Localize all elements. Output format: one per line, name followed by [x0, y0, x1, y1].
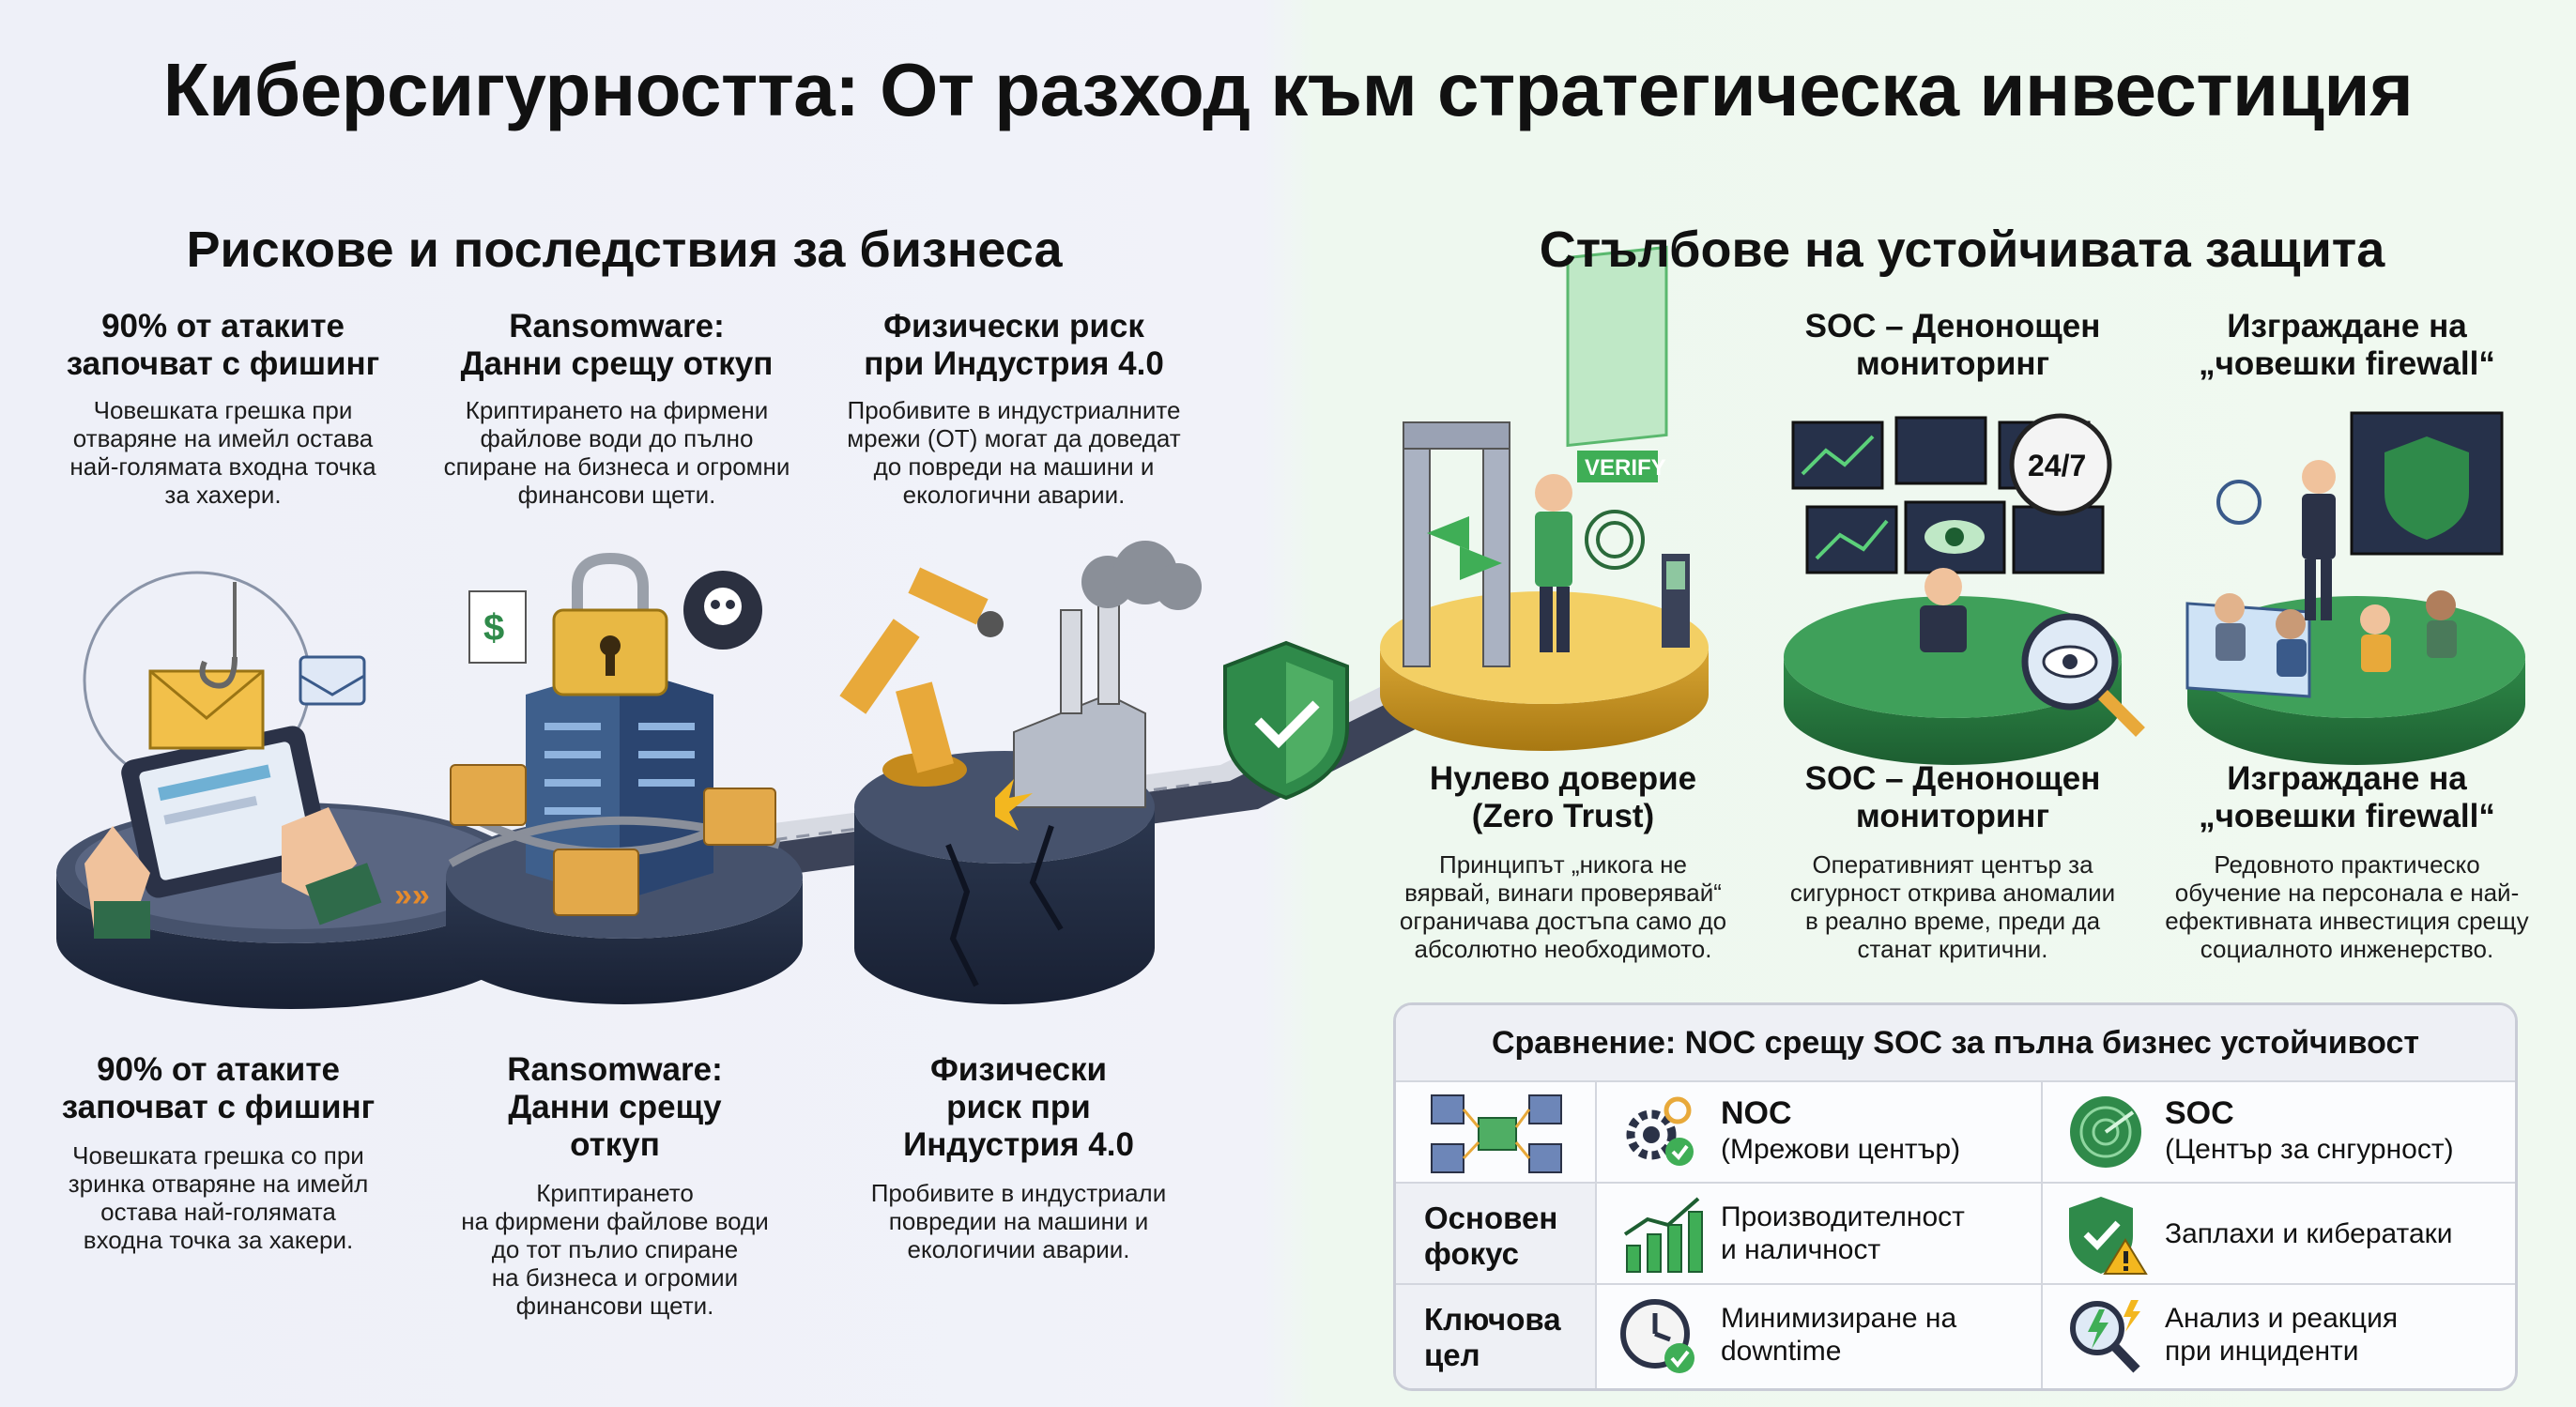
- soc-focus-cell: Заплахи и кибератаки: [2043, 1184, 2515, 1285]
- money-document-icon: $: [468, 590, 527, 664]
- network-servers-icon: [1431, 1094, 1562, 1173]
- audience-icon: [2215, 590, 2457, 677]
- risk-card-phishing: 90% от атаките започват с фишинг Човешка…: [52, 308, 394, 509]
- shield-check-icon: [1223, 640, 1349, 801]
- card-title: Ransomware: Данни срещу откуп: [460, 308, 774, 382]
- svg-text:»»: »»: [394, 878, 430, 913]
- soc-platform: 24/7: [1784, 413, 2145, 765]
- card-title: Изграждане на „човешки firewall“: [2199, 760, 2495, 834]
- comparison-title: Сравнение: NOC срещу SOC за пълна бизнес…: [1396, 1005, 2515, 1082]
- noc-focus-text: Производителност и наличност: [1721, 1201, 1965, 1265]
- soc-goal-text: Анализ и реакция при инциденти: [2165, 1303, 2399, 1367]
- network-icon-cell: [1396, 1080, 1597, 1184]
- industry-platform: [839, 541, 1202, 1004]
- trainer-icon: [2302, 460, 2336, 620]
- card-body: Пробивите в индустриалните мрежи (ОТ) мо…: [847, 396, 1181, 509]
- folder-icon: [450, 764, 776, 916]
- soc-subtitle: (Център за снгурност): [2165, 1134, 2454, 1165]
- skull-speech-bubble-icon: [683, 571, 762, 650]
- card-body: Редовното практическо обучение на персон…: [2165, 850, 2529, 963]
- zero-trust-platform: VERIFY: [1380, 245, 1709, 751]
- card-body: Пробивите в индустриали повредии на маши…: [870, 1179, 1167, 1263]
- security-gate-icon: [1403, 421, 1510, 667]
- card-title: Изграждане на „човешки firewall“: [2199, 308, 2495, 382]
- noc-focus-cell: Производителност и наличност: [1597, 1184, 2043, 1285]
- soc-title: SOC: [2165, 1095, 2234, 1131]
- factory-icon: [1013, 600, 1146, 808]
- person-icon: [1535, 474, 1572, 652]
- fishing-hook-icon: [199, 582, 238, 689]
- card-title: 90% от атаките започват с фишинг: [61, 1051, 376, 1125]
- soc-header-cell: SOC (Център за снгурност): [2043, 1080, 2515, 1184]
- bar-chart-icon: [1623, 1197, 1703, 1273]
- card-title: Нулево доверие (Zero Trust): [1429, 760, 1697, 834]
- radar-icon: [2070, 1096, 2141, 1168]
- clock-check-icon: [1620, 1299, 1694, 1373]
- training-platform: [2185, 411, 2525, 765]
- card-title: 90% от атаките започват с фишинг: [66, 308, 380, 382]
- gear-check-icon: [1626, 1096, 1694, 1166]
- ransomware-platform: $: [446, 552, 803, 1004]
- row-label-goal: Ключова цел: [1396, 1285, 1597, 1388]
- risk-card-phishing-bottom: 90% от атаките започват с фишинг Човешка…: [42, 1051, 394, 1254]
- svg-text:$: $: [483, 607, 504, 649]
- risks-section-title: Рискове и последствия за бизнеса: [186, 222, 1063, 278]
- card-title: Физически риск при Индустрия 4.0: [864, 308, 1164, 382]
- page-title: Киберсигурността: От разход към стратеги…: [162, 48, 2414, 131]
- hand-icon: [84, 807, 382, 939]
- risk-card-ransomware-bottom: Ransomware: Данни срещу откуп Криптиране…: [437, 1051, 793, 1320]
- magnifier-lightning-icon: [2070, 1300, 2140, 1373]
- pillar-card-soc-top: SOC – Денонощен мониторинг: [1765, 308, 2140, 383]
- pillar-card-zero-trust: Нулево доверие (Zero Trust) Принципът „н…: [1389, 760, 1737, 963]
- card-body: Принципът „никога не вярвай, винаги пров…: [1399, 850, 1727, 963]
- noc-goal-text: Минимизиране на downtime: [1721, 1303, 1957, 1367]
- noc-title: NOC: [1721, 1095, 1792, 1131]
- padlock-icon: [552, 552, 668, 696]
- soc-focus-text: Заплахи и кибератаки: [2165, 1218, 2453, 1249]
- monitor-wall-icon: [1791, 416, 2105, 574]
- mail-icon: [299, 655, 366, 706]
- noc-header-cell: NOC (Мрежови център): [1597, 1080, 2043, 1184]
- card-body: Човешката грешка при отваряне на имейл о…: [69, 396, 376, 509]
- card-title: SOC – Денонощен мониторинг: [1804, 760, 2101, 834]
- phishing-platform: [56, 571, 526, 1009]
- noc-subtitle: (Мрежови център): [1721, 1134, 1961, 1165]
- fingerprint-screen-icon: VERIFY: [1566, 245, 1668, 570]
- card-title: Ransomware: Данни срещу откуп: [507, 1051, 723, 1163]
- soc-goal-cell: Анализ и реакция при инциденти: [2043, 1285, 2515, 1388]
- risk-card-industry: Физически риск при Индустрия 4.0 Пробиви…: [831, 308, 1197, 509]
- card-title: SOC – Денонощен мониторинг: [1804, 308, 2101, 382]
- spark-icon: [995, 779, 1033, 831]
- card-body: Оперативният център за сигурност открива…: [1789, 850, 2116, 963]
- pillar-card-soc: SOC – Денонощен мониторинг Оперативният …: [1765, 760, 2140, 963]
- row-label-focus: Основен фокус: [1396, 1184, 1597, 1285]
- clock-24-7-icon: 24/7: [2009, 413, 2112, 516]
- robot-arm-icon: [839, 567, 1004, 787]
- comparison-table: Сравнение: NOC срещу SOC за пълна бизнес…: [1393, 1002, 2518, 1391]
- arrows-icon: [1427, 516, 1502, 580]
- card-title: Физически риск при Индустрия 4.0: [903, 1051, 1134, 1163]
- shield-warning-icon: [2069, 1197, 2148, 1275]
- tablet-icon: [121, 726, 330, 898]
- svg-text:VERIFY: VERIFY: [1585, 455, 1666, 481]
- flow-arrows-icon: »»: [394, 878, 430, 913]
- noc-goal-cell: Минимизиране на downtime: [1597, 1285, 2043, 1388]
- card-body: Човешката грешка со при зринка отваряне …: [68, 1141, 369, 1254]
- card-body: Криптирането на фирмени файлове води до …: [443, 396, 790, 509]
- operator-icon: [1920, 568, 1967, 652]
- magnifier-eye-icon: [2021, 613, 2145, 737]
- terminal-icon: [1662, 554, 1690, 648]
- card-body: Криптирането на фирмени файлове води до …: [461, 1179, 769, 1320]
- pillar-card-firewall-top: Изграждане на „човешки firewall“: [2159, 308, 2535, 383]
- risk-card-ransomware: Ransomware: Данни срещу откуп Криптиране…: [434, 308, 800, 509]
- svg-text:24/7: 24/7: [2028, 449, 2086, 482]
- pillar-card-firewall: Изграждане на „човешки firewall“ Редовно…: [2150, 760, 2544, 963]
- smoke-cloud-icon: [1081, 541, 1202, 610]
- pillars-section-title: Стълбове на устойчивата защита: [1539, 222, 2385, 278]
- risk-card-industry-bottom: Физически риск при Индустрия 4.0 Пробиви…: [840, 1051, 1197, 1263]
